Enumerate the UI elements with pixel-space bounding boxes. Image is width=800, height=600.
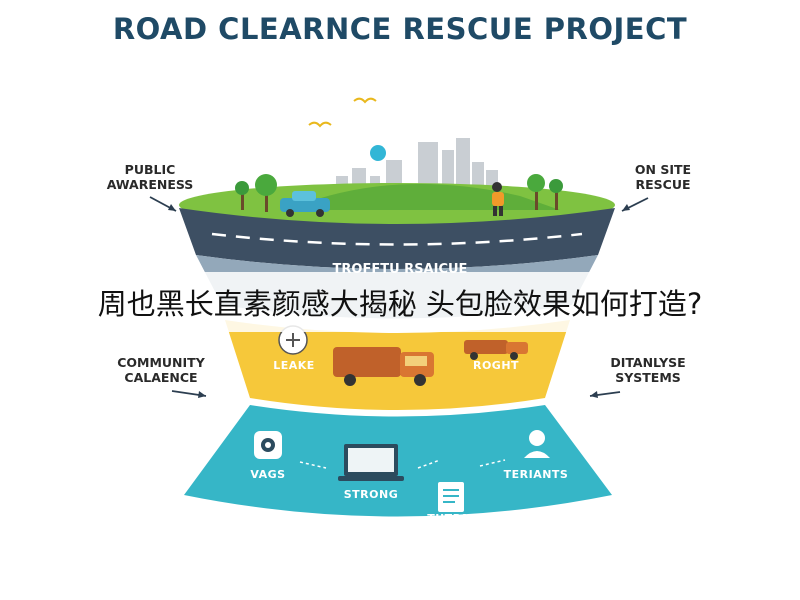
road-lane-markings bbox=[211, 232, 583, 246]
tree-icon bbox=[549, 179, 563, 210]
tree-icon bbox=[235, 181, 249, 210]
connector-line bbox=[417, 459, 441, 469]
arrow-icon bbox=[622, 204, 630, 211]
label-analyse-systems: DITANLYSE SYSTEMS bbox=[610, 355, 686, 385]
arrow-icon bbox=[198, 391, 206, 398]
arrow-icon bbox=[590, 391, 598, 398]
tier-label-right: ROGHT bbox=[472, 359, 520, 372]
add-badge bbox=[278, 325, 308, 355]
truck-icon bbox=[464, 340, 528, 360]
bird-icon bbox=[353, 97, 377, 104]
car-icon bbox=[280, 191, 330, 217]
label-public-awareness: PUBLIC AWARENESS bbox=[106, 162, 194, 192]
overlay-banner bbox=[0, 272, 800, 332]
tier-label-teriants: TERIANTS bbox=[503, 468, 569, 481]
person-icon bbox=[492, 182, 504, 216]
connector-line bbox=[299, 461, 327, 469]
tier-label-tutpates: TUTPATES bbox=[427, 512, 493, 525]
label-community: COMMUNITY CALAENCE bbox=[117, 355, 205, 385]
page-title: ROAD CLEARNCE RESCUE PROJECT bbox=[112, 12, 688, 46]
user-icon bbox=[524, 430, 550, 458]
truck-icon bbox=[333, 347, 434, 386]
road-band bbox=[179, 208, 615, 269]
arrow-icon bbox=[168, 204, 176, 211]
overlay-caption: 周也黑长直素颜感大揭秘 头包脸效果如何打造? bbox=[97, 287, 703, 321]
laptop-icon bbox=[338, 444, 404, 481]
document-icon bbox=[438, 482, 464, 512]
tier-label-vags: VAGS bbox=[250, 468, 286, 481]
tier-label-strong: STRONG bbox=[343, 488, 399, 501]
shield-icon bbox=[254, 431, 282, 459]
tree-icon bbox=[527, 174, 545, 210]
bird-icon bbox=[308, 121, 332, 128]
tier-label-left: LEAKE bbox=[273, 359, 315, 372]
connector-line bbox=[479, 459, 506, 467]
tree-icon bbox=[255, 174, 277, 212]
sun-icon bbox=[370, 145, 386, 161]
label-on-site-rescue: ON SITE RESCUE bbox=[634, 162, 692, 192]
